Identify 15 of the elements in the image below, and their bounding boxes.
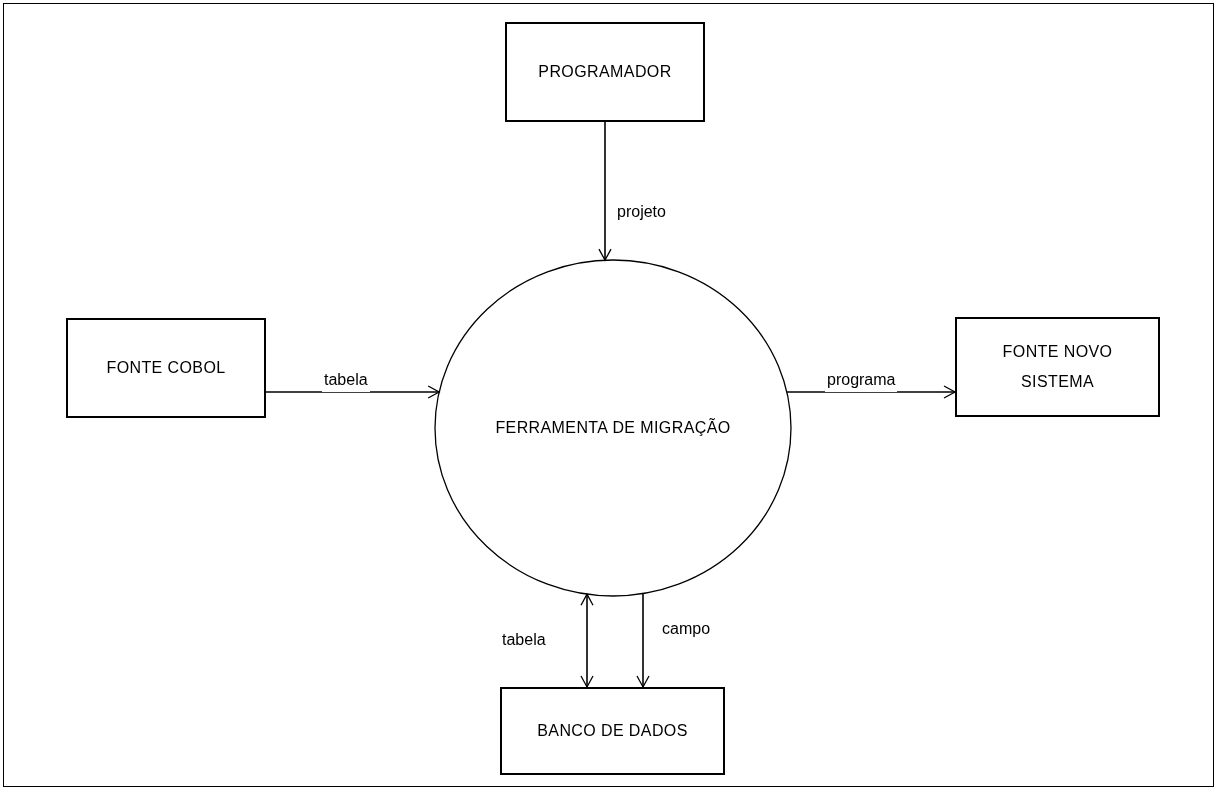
process-box — [955, 317, 1160, 417]
process-box — [66, 318, 266, 418]
process-box — [500, 687, 725, 775]
node-label: FERRAMENTA DE MIGRAÇÃO — [495, 417, 731, 438]
arrow — [598, 121, 612, 261]
process-box — [505, 22, 705, 122]
node-label: FONTE COBOL — [106, 358, 226, 378]
arrow — [580, 593, 594, 688]
arrow — [636, 592, 650, 688]
arrow — [265, 385, 440, 399]
node-label: BANCO DE DADOS — [537, 721, 688, 741]
node-label: PROGRAMADOR — [538, 62, 672, 82]
node-label: FONTE NOVO SISTEMA — [1001, 342, 1114, 392]
arrow — [786, 385, 956, 399]
process-circle — [434, 259, 792, 597]
